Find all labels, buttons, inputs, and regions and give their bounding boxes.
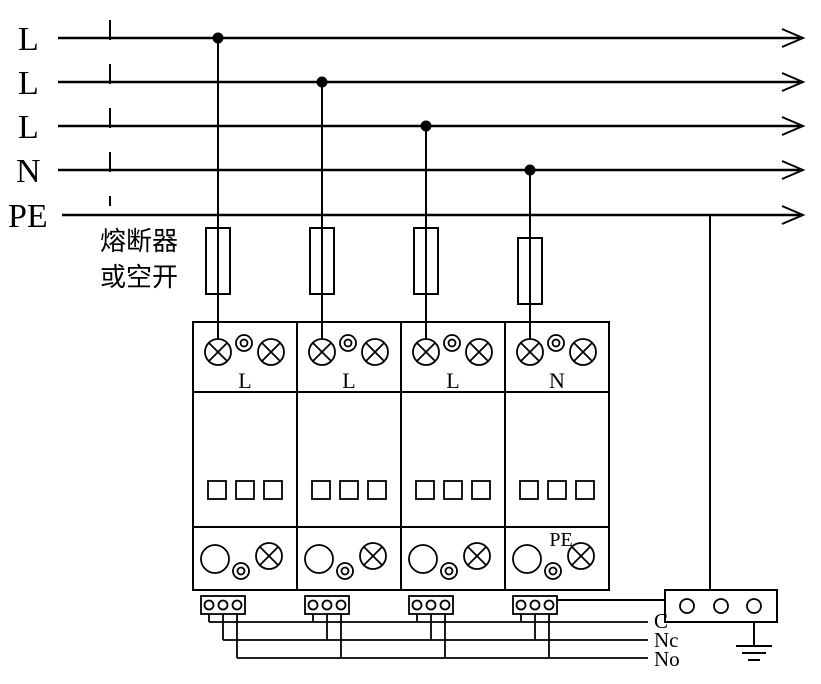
line-label-l2: L xyxy=(18,65,39,102)
indicator-window xyxy=(235,480,255,500)
indicator-window xyxy=(263,480,283,500)
indicator-window xyxy=(519,480,539,500)
plug-socket-icon xyxy=(512,544,542,574)
indicator-window xyxy=(207,480,227,500)
fuse-note-line1: 熔断器 xyxy=(100,226,178,256)
screw-terminal-icon xyxy=(361,338,389,366)
ring-terminal-icon xyxy=(336,562,354,580)
plug-socket-icon xyxy=(304,544,334,574)
pe-busbar-body xyxy=(664,589,778,623)
terminal-block xyxy=(408,595,454,615)
ring-terminal-icon xyxy=(547,334,565,352)
module-terminal-label: L xyxy=(446,368,459,393)
screw-terminal-icon xyxy=(463,542,491,570)
tap-wires xyxy=(205,32,543,339)
indicator-window xyxy=(575,480,595,500)
module-terminal-label: N xyxy=(549,368,565,393)
screw-terminal-icon xyxy=(308,338,336,366)
screw-terminal-icon xyxy=(257,338,285,366)
busbar-hole xyxy=(713,598,729,614)
ground-icon xyxy=(736,622,772,661)
terminal-block xyxy=(200,595,246,615)
pe-earth-section xyxy=(557,215,778,661)
line-label-l3: L xyxy=(18,109,39,146)
terminal-block xyxy=(512,595,558,615)
ring-terminal-icon xyxy=(232,562,250,580)
line-label-n: N xyxy=(16,153,41,190)
pe-busbar xyxy=(664,589,778,623)
indicator-window xyxy=(415,480,435,500)
power-line-labels: L L L N PE xyxy=(8,21,48,235)
terminal-block xyxy=(304,595,350,615)
fuse-note-line2: 或空开 xyxy=(100,262,178,292)
screw-terminal-icon xyxy=(204,338,232,366)
screw-terminal-icon xyxy=(516,338,544,366)
screw-terminal-icon xyxy=(465,338,493,366)
module-terminal-label: L xyxy=(342,368,355,393)
spd-device xyxy=(192,321,610,591)
spd-module-1 xyxy=(200,334,285,580)
indicator-window xyxy=(367,480,387,500)
busbar-hole xyxy=(679,598,695,614)
ring-terminal-icon xyxy=(235,334,253,352)
indicator-window xyxy=(547,480,567,500)
indicator-window xyxy=(339,480,359,500)
signal-terminal-blocks xyxy=(200,595,558,615)
ring-terminal-icon xyxy=(443,334,461,352)
spd-module-3 xyxy=(408,334,493,580)
busbar-hole xyxy=(746,598,762,614)
spd-module-2 xyxy=(304,334,389,580)
module-pe-label: PE xyxy=(549,529,572,551)
signal-buses xyxy=(209,621,648,659)
ring-terminal-icon xyxy=(339,334,357,352)
signal-drop-wires xyxy=(208,614,550,658)
screw-terminal-icon xyxy=(255,542,283,570)
indicator-window xyxy=(471,480,491,500)
ring-terminal-icon xyxy=(544,562,562,580)
plug-socket-icon xyxy=(408,544,438,574)
ring-terminal-icon xyxy=(440,562,458,580)
plug-socket-icon xyxy=(200,544,230,574)
line-label-l1: L xyxy=(18,21,39,58)
spd-module-4 xyxy=(512,334,597,580)
fuse-note: 熔断器 或空开 xyxy=(100,226,178,292)
indicator-window xyxy=(443,480,463,500)
bus-label-no: No xyxy=(654,647,680,671)
line-label-pe: PE xyxy=(8,198,48,235)
screw-terminal-icon xyxy=(359,542,387,570)
bus-label-nc: Nc xyxy=(654,628,679,652)
screw-terminal-icon xyxy=(412,338,440,366)
module-terminal-label: L xyxy=(238,368,251,393)
indicator-window xyxy=(311,480,331,500)
screw-terminal-icon xyxy=(569,338,597,366)
